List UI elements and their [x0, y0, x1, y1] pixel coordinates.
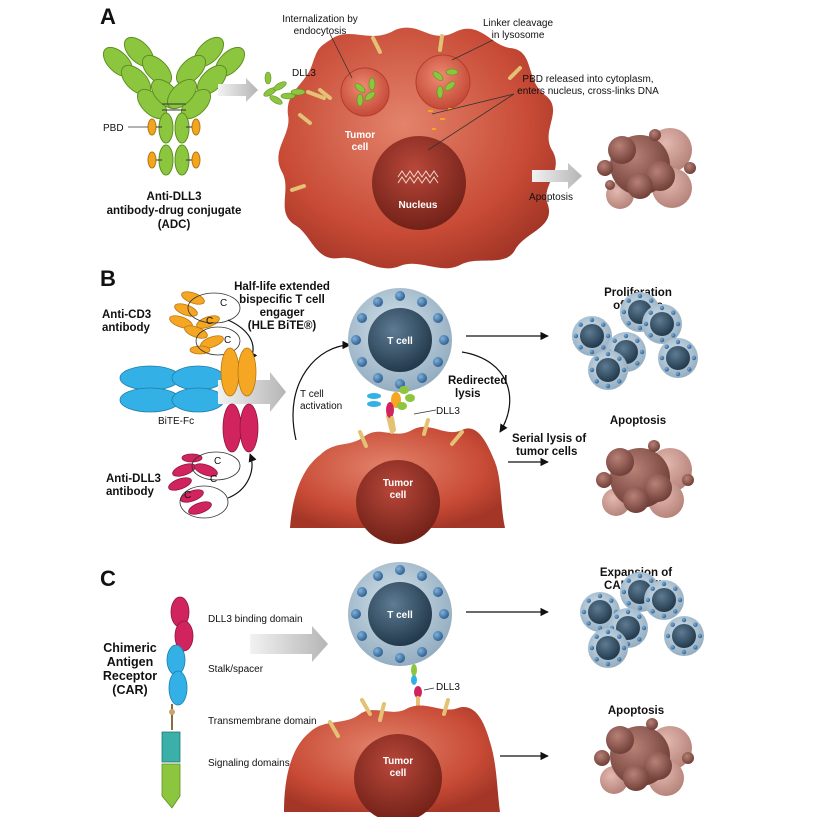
nucleus-label: Nucleus [399, 200, 438, 211]
tumor-cell-a-label-1: Tumor [345, 130, 375, 141]
dll3-label-c: DLL3 [436, 682, 460, 693]
adc-antibody [102, 36, 246, 176]
anti-dll3-b-label-2: antibody [106, 486, 155, 498]
redirected-label-1: Redirected [448, 375, 507, 387]
adc-small [263, 71, 306, 105]
panel-a-letter: A [100, 4, 116, 29]
t-cell-cluster-c [580, 572, 704, 668]
tumor-cell-c-label-1: Tumor [383, 756, 413, 767]
ch-label-4: C [214, 456, 221, 467]
tumor-cell-c-label-2: cell [390, 768, 407, 779]
apoptosis-label-c: Apoptosis [608, 705, 664, 717]
dll3-receptors-a [290, 34, 522, 192]
t-cell-b [348, 288, 452, 392]
bite-fc [119, 365, 225, 413]
pbd-label: PBD [103, 123, 124, 134]
bite-fc-label: BiTE-Fc [158, 416, 194, 427]
anti-dll3-antibody [168, 453, 218, 515]
car-label-3: Receptor [103, 669, 157, 683]
car-synapse [411, 664, 422, 714]
internalization-label-2: endocytosis [294, 26, 347, 37]
tumor-cell-b-label-2: cell [390, 490, 407, 501]
hle-label-3: engager [260, 307, 305, 319]
pbd-payload [147, 118, 201, 169]
internalization-label-1: Internalization by [282, 14, 358, 25]
dll3-label-a: DLL3 [292, 68, 316, 79]
car-t-cell-label: T cell [387, 610, 413, 621]
small-t-cell [664, 616, 704, 656]
panel-c: C Chimeric Antigen Receptor (CAR) DLL3 b… [100, 562, 704, 817]
anti-cd3-antibody [169, 291, 224, 355]
small-t-cell [588, 350, 628, 390]
linker-label-2: in lysosome [492, 30, 545, 41]
serial-lysis-label-1: Serial lysis of [512, 433, 586, 445]
ch-label-5: C [210, 474, 217, 485]
arrow-icon [218, 78, 258, 102]
redirected-label-2: lysis [455, 388, 481, 400]
ch-label-2: C [206, 316, 213, 327]
serial-lysis-label-2: tumor cells [516, 446, 577, 458]
hle-label-2: bispecific T cell [239, 294, 325, 306]
transmembrane-label: Transmembrane domain [208, 716, 317, 727]
small-t-cell [642, 304, 682, 344]
adc-title-1: Anti-DLL3 [147, 191, 202, 203]
signaling-label: Signaling domains [208, 758, 290, 769]
car-t-cell [348, 562, 452, 666]
dll3-receptors-b [358, 414, 464, 448]
car-label-2: Antigen [107, 655, 154, 669]
linker-label-1: Linker cleavage [483, 18, 553, 29]
ch-label-6: C [184, 490, 191, 501]
anti-cd3-label-2: antibody [102, 322, 151, 334]
tumor-nucleus-b [356, 460, 440, 544]
nucleus [372, 136, 466, 230]
apoptotic-cell-b [596, 440, 694, 518]
arrow-icon [250, 626, 328, 662]
small-t-cell [572, 316, 612, 356]
small-t-cell [658, 338, 698, 378]
t-cell-b-label: T cell [387, 336, 413, 347]
t-cell-cluster-b [572, 292, 698, 390]
dll3-label-b: DLL3 [436, 406, 460, 417]
adc-title-2: antibody-drug conjugate [107, 205, 242, 217]
t-cell-activation-1: T cell [300, 389, 324, 400]
lysosome [415, 54, 471, 110]
adc-title-3: (ADC) [158, 219, 191, 231]
small-t-cell [644, 580, 684, 620]
pbd-release-label-2: enters nucleus, cross-links DNA [517, 86, 659, 97]
car-label-1: Chimeric [103, 641, 157, 655]
pbd-release-label-1: PBD released into cytoplasm, [522, 74, 653, 85]
panel-a: A [100, 4, 696, 269]
anti-dll3-b-label-1: Anti-DLL3 [106, 473, 161, 485]
stalk-label: Stalk/spacer [208, 664, 264, 675]
endosome [340, 67, 390, 117]
panel-b: B Half-life extended bispecific T cell e… [100, 266, 698, 544]
dna-icon [397, 170, 439, 184]
hle-label-1: Half-life extended [234, 281, 330, 293]
hle-label-4: (HLE BiTE®) [248, 320, 317, 332]
bite-synapse [367, 386, 415, 432]
internalized-adc [354, 68, 459, 107]
car-construct [161, 596, 194, 809]
small-t-cell [588, 628, 628, 668]
tumor-cell-a-label-2: cell [352, 142, 369, 153]
anti-cd3-label-1: Anti-CD3 [102, 309, 151, 321]
ch-label-1: C [220, 298, 227, 309]
apoptotic-cell-a [597, 128, 696, 209]
tumor-cell-b-label-1: Tumor [383, 478, 413, 489]
apoptosis-label-b: Apoptosis [610, 415, 666, 427]
t-cell-activation-2: activation [300, 401, 342, 412]
dll3-receptors-c [328, 698, 450, 738]
ch-label-3: C [224, 335, 231, 346]
apoptotic-cell-c [594, 718, 694, 796]
apoptosis-label-a: Apoptosis [529, 192, 573, 203]
tumor-nucleus-c [354, 734, 442, 817]
hle-bite-molecule [220, 347, 259, 453]
arrow-icon [532, 163, 582, 189]
panel-b-letter: B [100, 266, 116, 291]
car-label-4: (CAR) [112, 683, 147, 697]
dll3-binding-label: DLL3 binding domain [208, 614, 303, 625]
panel-c-letter: C [100, 566, 116, 591]
